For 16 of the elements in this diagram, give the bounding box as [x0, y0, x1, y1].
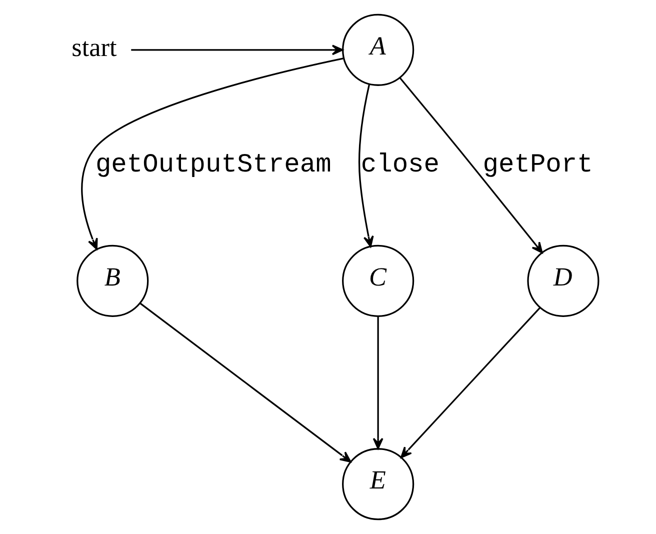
- node-circle: B: [76, 244, 148, 317]
- arrow: [139, 302, 351, 462]
- node-circle: E: [342, 448, 414, 520]
- arrow: [80, 58, 344, 250]
- arrow: [398, 77, 542, 254]
- node-circle: D: [526, 244, 599, 317]
- edge-label: close: [360, 150, 439, 180]
- arrow: [130, 44, 343, 56]
- node-circle: C: [342, 244, 414, 317]
- arrow: [372, 316, 383, 450]
- node-circle: A: [342, 14, 414, 86]
- edge-label: getOutputStream: [94, 150, 331, 180]
- edge-label: getPort: [482, 150, 592, 180]
- node-text: start: [71, 33, 116, 62]
- arrow: [358, 84, 374, 248]
- arrow: [400, 307, 540, 458]
